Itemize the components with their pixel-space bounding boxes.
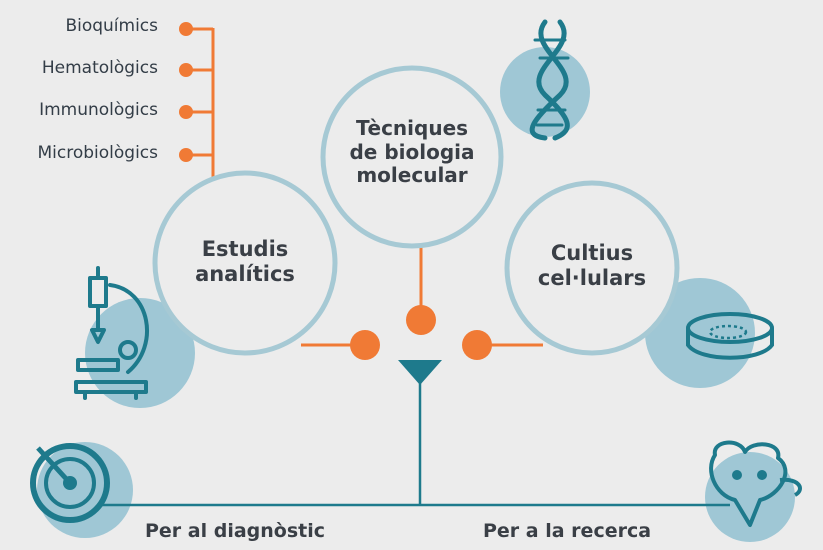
mouse-icon-bg — [705, 452, 795, 542]
category-label-microbiological: Microbiològics — [37, 143, 158, 163]
dna-icon — [529, 19, 570, 141]
category-bullet — [179, 148, 193, 162]
studies-label: Estudis analítics — [165, 237, 325, 287]
molecular-circle — [320, 65, 504, 249]
target-icon-bg — [37, 442, 133, 538]
microscope-icon — [74, 266, 149, 400]
molecular-label: Tècniques de biologia molecular — [327, 116, 497, 188]
molecular-label-line2: de biologia — [349, 139, 475, 164]
petri-icon-bg — [645, 278, 755, 388]
molecular-node — [406, 305, 436, 335]
cultures-label-line1: Cultius — [550, 241, 634, 265]
category-bullet — [179, 22, 193, 36]
category-bullets — [179, 22, 213, 162]
cultures-label-line2: cel·lulars — [537, 265, 647, 290]
studies-node — [350, 330, 380, 360]
target-icon — [30, 443, 110, 523]
category-label-hematological: Hematològics — [41, 58, 158, 78]
category-bullet — [179, 105, 193, 119]
cultures-node — [462, 330, 492, 360]
molecular-label-line1: Tècniques — [355, 116, 469, 140]
molecular-label-line3: molecular — [356, 163, 468, 188]
cultures-circle — [504, 180, 680, 356]
studies-label-line1: Estudis — [201, 237, 289, 261]
category-label-biochemical: Bioquímics — [65, 16, 158, 36]
studies-label-line2: analítics — [195, 261, 295, 286]
category-label-immunological: Immunològics — [39, 100, 158, 120]
category-bullet — [179, 63, 193, 77]
cultures-label: Cultius cel·lulars — [512, 241, 672, 291]
studies-circle — [152, 170, 338, 356]
output-research-label: Per a la recerca — [483, 520, 652, 542]
mouse-icon — [709, 440, 802, 527]
output-diagnosis-label: Per al diagnòstic — [145, 520, 326, 542]
petri-dish-icon — [686, 312, 774, 360]
funnel-arrow — [398, 360, 442, 385]
